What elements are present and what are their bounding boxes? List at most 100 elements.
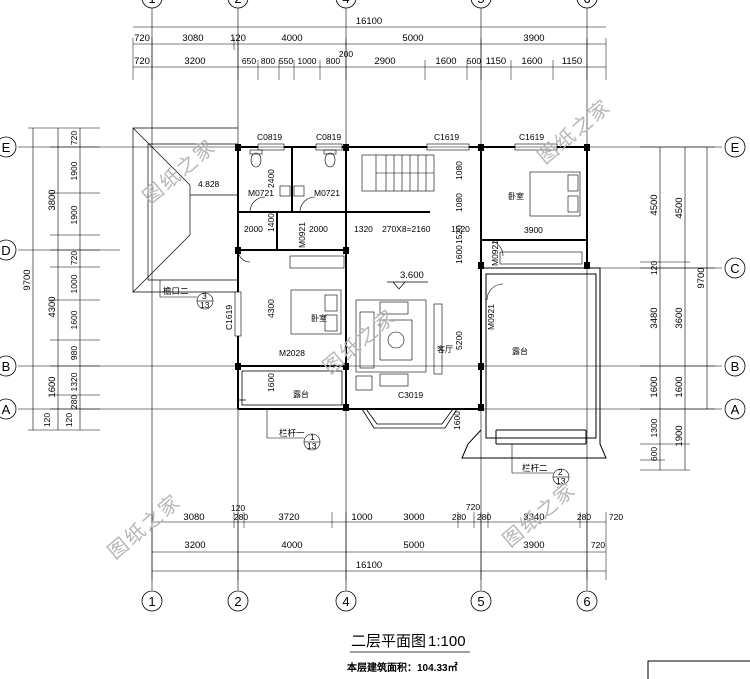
dim-top2-11: 1600	[521, 56, 542, 67]
dim-right-in-5: 600	[649, 447, 659, 461]
axis-label-6-top: 6	[583, 0, 590, 6]
title-block: 二层平面图 1:100 本层建筑面积：104.33㎡	[347, 633, 470, 674]
window-c1619-left: C1619	[224, 305, 234, 330]
balcony-west	[238, 370, 343, 406]
dim-bot1-7: 280	[477, 512, 491, 522]
dim-bot2-3: 3900	[523, 540, 544, 551]
dim-top2-6: 800	[326, 56, 340, 66]
dim-top1-0: 720	[134, 33, 150, 44]
window-c0819-a: C0819	[257, 132, 282, 142]
callout-eave	[159, 280, 214, 310]
dim-top1-4: 5000	[402, 33, 423, 44]
dim-bot1-9: 280	[577, 512, 591, 522]
callout-rail2-label: 栏杆二	[522, 463, 548, 473]
balcony-east	[461, 267, 607, 459]
dim-left-in-1: 1900	[69, 161, 79, 180]
axis-label-B-right: B	[731, 359, 740, 374]
dim-top2-0: 720	[134, 56, 150, 67]
axis-label-6-bottom: 6	[583, 594, 590, 609]
dim-total-right: 9700	[696, 267, 707, 288]
dim-bot1-1: 3080	[183, 512, 204, 523]
dim-top2-4: 550	[279, 56, 293, 66]
dim-4300-bed: 4300	[266, 299, 276, 318]
axis-label-4-bottom: 4	[342, 594, 349, 609]
axis-label-5-top: 5	[477, 0, 484, 6]
dim-top2-1: 3200	[184, 56, 205, 67]
dim-270x8: 270X8=2160	[382, 224, 431, 234]
dim-top1-1: 3080	[182, 33, 203, 44]
dim-bot2-1: 4000	[281, 540, 302, 551]
door-labels: 2400 M0721 M0721 1400 M0921 2000 2000	[244, 169, 340, 248]
sheet-frame-corner	[647, 660, 750, 679]
dim-left-in-8: 280	[69, 395, 79, 409]
wardrobes	[289, 251, 583, 269]
watermark-2: 图纸之家	[533, 95, 615, 169]
axis-label-4-top: 4	[342, 0, 349, 6]
callout-rail1	[266, 410, 321, 451]
dim-total-bottom: 16100	[356, 560, 382, 571]
window-left	[234, 291, 242, 337]
dim-2400: 2400	[266, 169, 276, 188]
callout-rail1-num: 1	[310, 432, 315, 442]
dim-right-in-2: 3480	[649, 307, 660, 328]
callout-eave-label: 檐口二	[163, 286, 189, 296]
window-c1619-a: C1619	[434, 132, 459, 142]
callout-rail2-sheet: 13	[556, 476, 566, 486]
roof-elevation: 4.828	[198, 179, 220, 189]
axis-bubbles	[0, 0, 746, 612]
dim-top-200: 200	[339, 49, 353, 59]
dim-2000-a: 2000	[244, 224, 263, 234]
left-dimensions	[28, 127, 100, 431]
axis-labels: 1 2 4 5 6 1 2 4 5 6 E D B A E C B A	[1, 0, 739, 609]
dim-left-outer-0: 3800	[47, 189, 58, 210]
door-swings	[237, 239, 504, 301]
watermark-4: 图纸之家	[103, 490, 185, 564]
axis-label-A-left: A	[2, 402, 11, 417]
bay-window	[361, 408, 458, 429]
callout-rail2	[511, 444, 570, 486]
dim-700: 1600	[454, 245, 464, 264]
dim-right-in-3: 1600	[649, 376, 660, 397]
dim-bot1-3: 3720	[278, 512, 299, 523]
dim-bot1-2: 280	[234, 512, 248, 522]
window-c0819-b: C0819	[316, 132, 341, 142]
dim-1600-east: 1600	[452, 411, 462, 430]
dim-1080-a: 1080	[454, 161, 464, 180]
dim-3900-bed: 3900	[524, 225, 543, 235]
dim-right-in-4: 1300	[649, 418, 659, 437]
axis-label-5-bottom: 5	[477, 594, 484, 609]
dim-1400: 1400	[266, 213, 276, 232]
dim-left-in-4: 1000	[69, 274, 79, 293]
dim-total-left: 9700	[22, 269, 33, 290]
dim-right-in-1: 120	[649, 261, 659, 275]
bottom-dim-text: 120 3080 280 3720 1000 3000 280 280 3340…	[183, 502, 623, 571]
dim-right-out-1: 3600	[674, 307, 685, 328]
room-balcony-west: 露台	[293, 389, 309, 399]
dim-1520-a: 1520	[451, 224, 470, 234]
dim-left-in-7: 1320	[69, 372, 79, 391]
dim-top1-3: 4000	[281, 33, 302, 44]
axis-label-D-left: D	[1, 243, 10, 258]
living-furniture	[355, 299, 443, 391]
dim-bot1-5: 3000	[403, 512, 424, 523]
dim-right-out-2: 1600	[674, 376, 685, 397]
door-m0921-c: M0921	[486, 304, 496, 330]
room-balcony-east: 露台	[512, 346, 528, 356]
axis-label-1-bottom: 1	[148, 594, 155, 609]
callout-eave-sheet: 13	[200, 300, 210, 310]
dim-left-in-0: 720	[69, 131, 79, 145]
bottom-dimensions	[151, 512, 607, 580]
dim-1600-west: 1600	[266, 373, 276, 392]
left-dim-text: 9700 3800 4300 1600 720 1900 1900 720 10…	[22, 131, 79, 427]
dim-top1-5: 3900	[523, 33, 544, 44]
axis-label-A-right: A	[731, 402, 740, 417]
callout-rail1-label: 栏杆一	[279, 428, 305, 438]
dim-bot1-4: 1000	[351, 512, 372, 523]
axis-label-E-left: E	[2, 140, 11, 155]
axis-label-1-top: 1	[148, 0, 155, 6]
dim-top1-2: 120	[230, 33, 246, 44]
dim-right-out-3: 1900	[674, 425, 685, 446]
dim-top2-5: 1000	[298, 56, 317, 66]
axis-grid	[18, 8, 722, 590]
top-dim-text: 16100 720 3080 120 4000 5000 3900 200 72…	[134, 16, 582, 67]
